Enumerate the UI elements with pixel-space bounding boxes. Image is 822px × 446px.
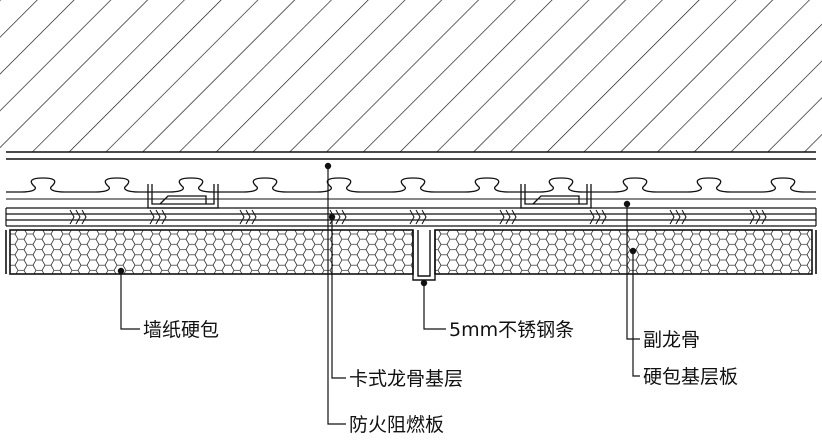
chevron-mark bbox=[669, 209, 675, 225]
chevron-mark bbox=[335, 209, 341, 225]
chevron-mark bbox=[409, 209, 415, 225]
leader-secondary-keel bbox=[623, 200, 640, 340]
leader-fireproof-board bbox=[324, 162, 346, 425]
label-stainless-strip: 5mm不锈钢条 bbox=[449, 319, 574, 341]
leader-clip-keel-base bbox=[328, 213, 346, 379]
chevron-mark bbox=[251, 209, 257, 225]
hardpack-panel-right bbox=[434, 229, 813, 275]
chevron-mark bbox=[499, 209, 505, 225]
chevron-mark bbox=[589, 209, 595, 225]
chevron-mark bbox=[245, 209, 251, 225]
chevron-mark bbox=[415, 209, 421, 225]
structural-wall bbox=[0, 0, 822, 160]
chevron-mark bbox=[149, 209, 155, 225]
base-board-layers bbox=[5, 207, 817, 227]
chevron-mark bbox=[239, 209, 245, 225]
stainless-steel-strip bbox=[412, 230, 436, 281]
hardpack-panel-left bbox=[9, 229, 414, 275]
label-secondary-keel: 副龙骨 bbox=[643, 329, 700, 351]
chevron-mark bbox=[81, 209, 87, 225]
chevron-mark bbox=[341, 209, 347, 225]
chevron-mark bbox=[755, 209, 761, 225]
chevron-mark bbox=[761, 209, 767, 225]
chevron-mark bbox=[675, 209, 681, 225]
chevron-mark bbox=[595, 209, 601, 225]
chevron-mark bbox=[155, 209, 161, 225]
label-wallpaper-hardpack: 墙纸硬包 bbox=[143, 319, 219, 341]
chevron-mark bbox=[749, 209, 755, 225]
secondary-keel-channels bbox=[147, 184, 592, 209]
layer-chevron-marks bbox=[69, 209, 767, 225]
leader-wallpaper-hardpack bbox=[117, 267, 140, 330]
label-hardpack-base-board: 硬包基层板 bbox=[643, 366, 738, 388]
chevron-mark bbox=[421, 209, 427, 225]
chevron-mark bbox=[681, 209, 687, 225]
chevron-mark bbox=[505, 209, 511, 225]
chevron-mark bbox=[511, 209, 517, 225]
leader-hardpack-base-board bbox=[629, 247, 640, 377]
chevron-mark bbox=[75, 209, 81, 225]
leader-stainless-strip bbox=[420, 279, 446, 330]
chevron-mark bbox=[601, 209, 607, 225]
label-fireproof-board: 防火阻燃板 bbox=[349, 414, 444, 436]
chevron-mark bbox=[69, 209, 75, 225]
chevron-mark bbox=[161, 209, 167, 225]
clip-keel-profile bbox=[6, 177, 816, 200]
label-clip-keel-base: 卡式龙骨基层 bbox=[349, 368, 463, 390]
